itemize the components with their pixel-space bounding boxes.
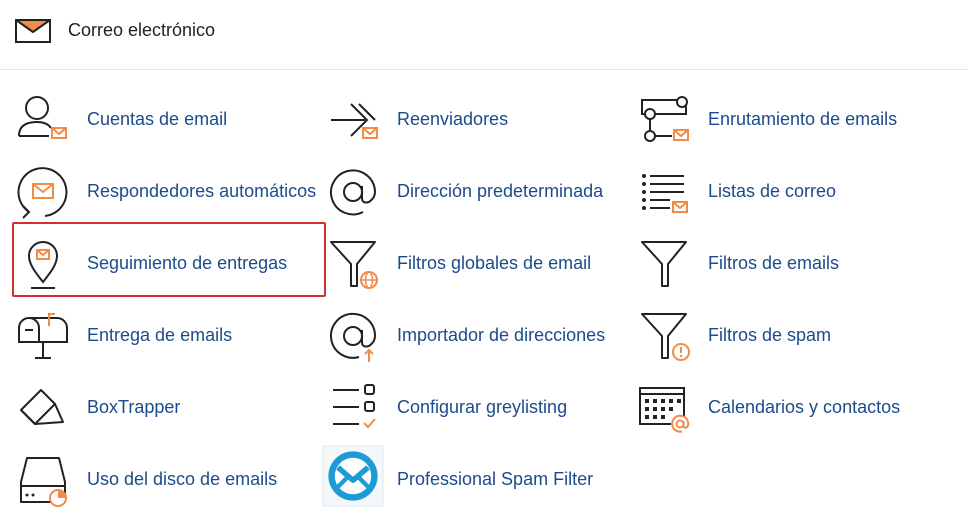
box-trapper-icon [20, 389, 64, 425]
funnel-globe-icon [330, 241, 378, 289]
envelope-icon [15, 19, 51, 43]
funnel-icon [641, 241, 687, 287]
mailbox-icon [18, 313, 68, 359]
calendar-at-icon [639, 387, 690, 433]
section-header: Correo electrónico [0, 0, 968, 70]
forward-arrow-icon [331, 103, 378, 139]
spam-filter-logo-icon [322, 445, 384, 507]
location-pin-mail-icon [27, 241, 59, 289]
at-sign-icon [330, 169, 377, 216]
funnel-alert-icon [641, 313, 690, 361]
autoresponder-icon [17, 167, 68, 219]
mailing-list-icon [642, 174, 688, 213]
at-import-icon [330, 312, 377, 362]
section-title: Correo electrónico [68, 20, 216, 40]
routing-icon [641, 96, 689, 142]
user-mail-icon [18, 96, 67, 139]
greylisting-checklist-icon [333, 384, 376, 429]
disk-usage-icon [20, 457, 67, 507]
highlight-box [12, 222, 326, 297]
